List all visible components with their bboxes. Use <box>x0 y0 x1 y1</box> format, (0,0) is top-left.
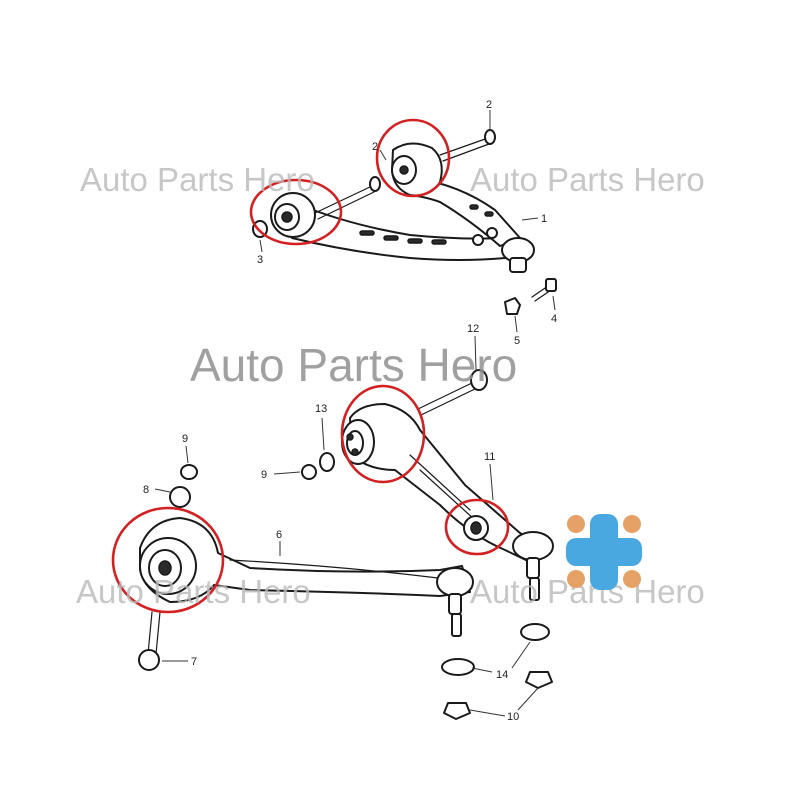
callout-1: 1 <box>541 213 547 225</box>
watermark-center: Auto Parts Hero <box>190 339 517 391</box>
callout-8: 8 <box>143 484 149 496</box>
callout-3: 3 <box>257 254 263 266</box>
bolt-part-7 <box>138 611 161 671</box>
nut-part-10-right <box>525 671 553 689</box>
highlight-circle-lower-front-bushing <box>340 384 426 484</box>
washer-part-14-bottom <box>441 658 475 676</box>
washer-part-13 <box>319 452 335 472</box>
watermark-lower-right: Auto Parts Hero <box>470 573 705 610</box>
medical-cross-logo-icon <box>566 514 642 590</box>
upper-arm-bolt-long <box>314 176 381 220</box>
callout-13: 13 <box>315 403 327 415</box>
highlight-circle-lower-rear-small-bushing <box>444 498 510 556</box>
callout-7: 7 <box>191 656 197 668</box>
watermark-upper-left: Auto Parts Hero <box>80 161 315 198</box>
nut-part-5 <box>504 297 521 315</box>
callout-14: 14 <box>496 669 508 681</box>
callout-4: 4 <box>551 313 557 325</box>
bushing-part-8 <box>169 486 191 508</box>
watermark-lower-left: Auto Parts Hero <box>76 573 311 610</box>
bolt-part-12 <box>417 369 488 416</box>
highlight-circles <box>111 118 510 614</box>
nut-part-10-left <box>443 702 471 720</box>
washer-part-14-top <box>520 623 550 641</box>
callout-6: 6 <box>276 529 282 541</box>
highlight-circle-upper-front-bushing <box>249 178 343 246</box>
callout-9-left: 9 <box>182 433 188 445</box>
callout-9-right: 9 <box>261 469 267 481</box>
washer-part-9-left <box>180 464 198 480</box>
washer-part-9-right <box>301 464 317 480</box>
callout-11: 11 <box>484 451 495 463</box>
upper-control-arm <box>270 142 535 273</box>
highlight-circle-upper-rear-bushing <box>375 118 451 198</box>
callout-5: 5 <box>514 335 520 347</box>
callout-2-top: 2 <box>486 99 492 111</box>
bolt-part-4 <box>531 278 557 302</box>
watermark-upper-right: Auto Parts Hero <box>470 161 705 198</box>
lower-rear-arm <box>139 517 474 637</box>
lower-front-arm <box>341 403 554 601</box>
highlight-circle-lower-rear-arm-bushing <box>111 506 225 614</box>
upper-arm-bolt-short <box>439 129 496 162</box>
callout-12: 12 <box>467 323 479 335</box>
callout-10: 10 <box>507 711 519 723</box>
callout-2-mid: 2 <box>372 141 378 153</box>
callout-numbers: 1 2 2 3 4 5 12 13 9 9 8 11 6 7 14 10 <box>143 99 557 723</box>
leader-lines <box>154 110 556 717</box>
watermarks: Auto Parts Hero Auto Parts Hero Auto Par… <box>76 161 705 610</box>
